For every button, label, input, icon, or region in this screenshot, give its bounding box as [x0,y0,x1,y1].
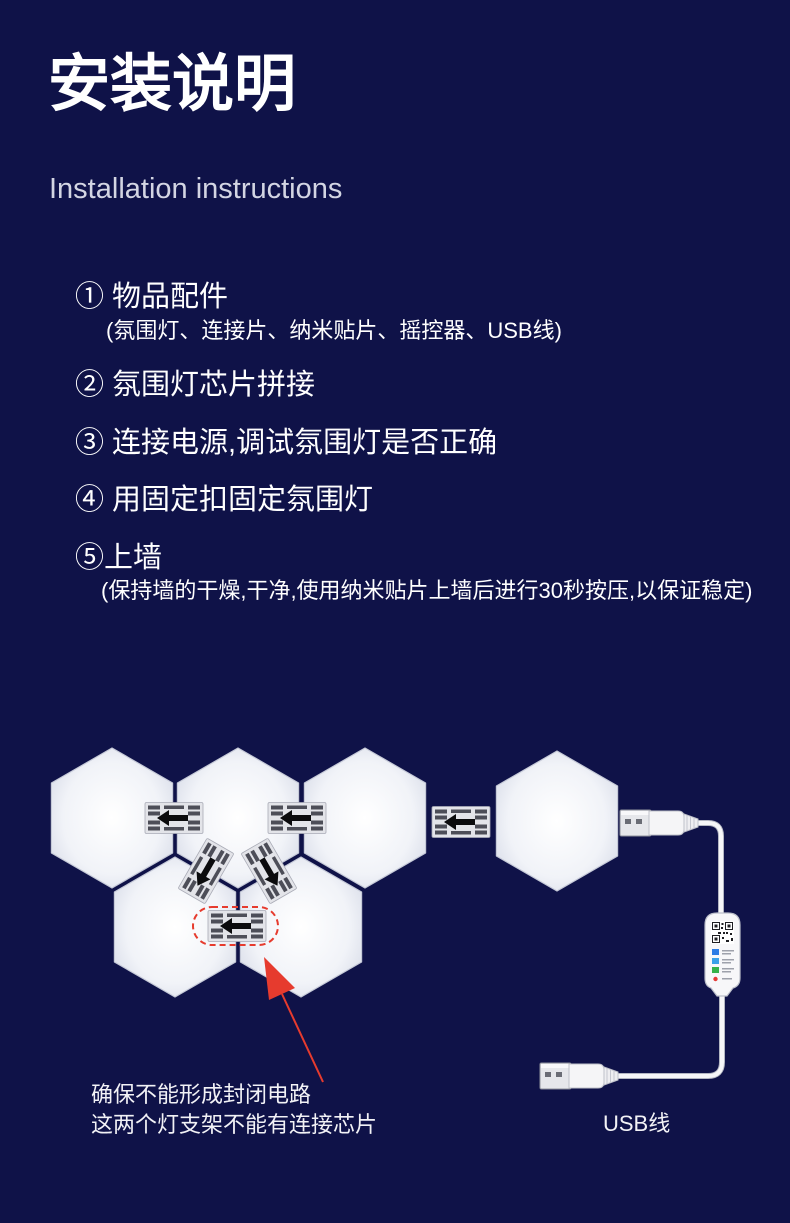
usb-cable [613,820,725,1079]
step-5-note: (保持墙的干燥,干净,使用纳米贴片上墙后进行30秒按压,以保证稳定) [101,578,753,603]
installation-diagram [50,747,741,1090]
step-3-label: ③ 连接电源,调试氛围灯是否正确 [75,427,498,459]
page-subtitle: Installation instructions [49,173,343,205]
connector-chip-3 [431,806,491,838]
warning-line-1: 确保不能形成封闭电路 [91,1082,312,1107]
closed-circuit-warning: 确保不能形成封闭电路 这两个灯支架不能有连接芯片 [91,1080,377,1140]
warning-arrow [264,957,324,1083]
usb-plug-top [619,809,699,837]
connector-chip-2 [267,802,327,834]
usb-plug-bottom [539,1062,619,1090]
step-2-label: ② 氛围灯芯片拼接 [75,369,316,401]
page-title: 安装说明 [48,50,297,119]
qr-code [711,921,734,944]
hexagon-panel-6 [495,750,619,892]
step-1-label: ① 物品配件 [75,281,229,313]
connector-chip-6 [207,910,267,942]
step-1-note: (氛围灯、连接片、纳米贴片、摇控器、USB线) [106,318,562,343]
step-4-label: ④ 用固定扣固定氛围灯 [75,484,374,516]
warning-line-2: 这两个灯支架不能有连接芯片 [91,1112,378,1137]
step-5-label: ⑤上墙 [75,542,163,574]
controller-status-icons [712,949,734,982]
closed-circuit-highlight [192,906,279,946]
remote-controller-module [704,912,741,997]
usb-cable-label: USB线 [603,1111,671,1136]
connector-chip-1 [144,802,204,834]
